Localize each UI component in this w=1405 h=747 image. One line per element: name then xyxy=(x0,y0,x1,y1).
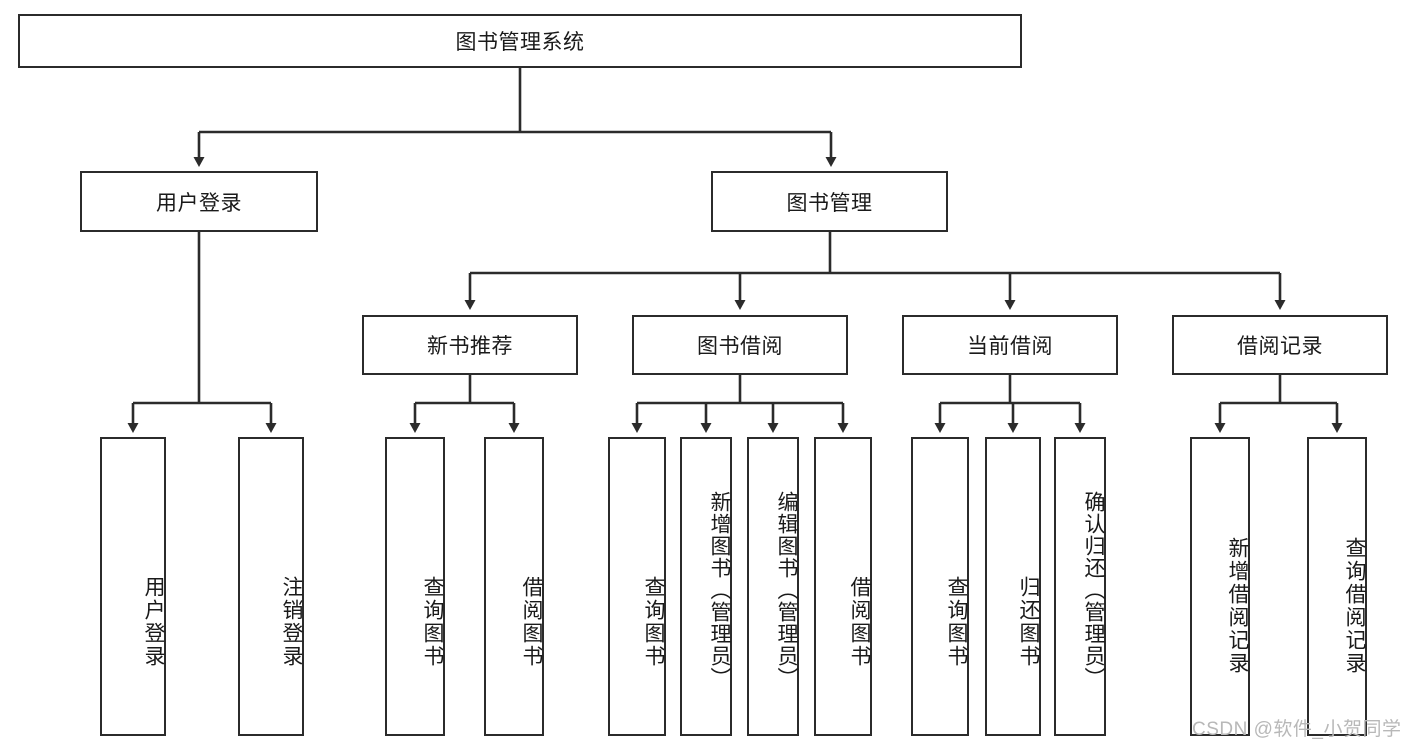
node-leaf-borrow-book-1-label: 借阅图书 xyxy=(520,575,543,668)
node-new-book-recommend-label: 新书推荐 xyxy=(427,335,513,358)
node-root-label: 图书管理系统 xyxy=(455,31,585,54)
node-book-borrow-label: 图书借阅 xyxy=(697,335,783,358)
node-leaf-logout-login[interactable]: 注销登录 xyxy=(238,437,304,736)
node-current-borrow-label: 当前借阅 xyxy=(967,335,1053,358)
node-book-manage-label: 图书管理 xyxy=(786,191,873,215)
node-leaf-add-book-admin[interactable]: 新增图书（管理员） xyxy=(680,437,732,736)
node-new-book-recommend[interactable]: 新书推荐 xyxy=(362,315,578,375)
node-leaf-user-login[interactable]: 用户登录 xyxy=(100,437,166,736)
node-leaf-query-borrow-record[interactable]: 查询借阅记录 xyxy=(1307,437,1367,736)
node-leaf-edit-book-admin-label: 编辑图书（管理员） xyxy=(775,490,798,689)
node-leaf-borrow-book-1[interactable]: 借阅图书 xyxy=(484,437,544,736)
node-leaf-add-book-admin-label: 新增图书（管理员） xyxy=(708,490,731,689)
node-leaf-user-login-label: 用户登录 xyxy=(142,575,165,668)
node-user-login-label: 用户登录 xyxy=(156,191,242,215)
node-leaf-borrow-book-2-label: 借阅图书 xyxy=(848,575,871,668)
node-leaf-query-book-1[interactable]: 查询图书 xyxy=(385,437,445,736)
node-leaf-return-book[interactable]: 归还图书 xyxy=(985,437,1041,736)
node-leaf-borrow-book-2[interactable]: 借阅图书 xyxy=(814,437,872,736)
node-leaf-return-book-label: 归还图书 xyxy=(1017,575,1040,668)
node-leaf-query-borrow-record-label: 查询借阅记录 xyxy=(1343,536,1366,675)
node-leaf-add-borrow-record[interactable]: 新增借阅记录 xyxy=(1190,437,1250,736)
node-current-borrow[interactable]: 当前借阅 xyxy=(902,315,1118,375)
node-leaf-query-book-2[interactable]: 查询图书 xyxy=(608,437,666,736)
node-root[interactable]: 图书管理系统 xyxy=(18,14,1022,68)
node-leaf-logout-login-label: 注销登录 xyxy=(280,575,303,668)
node-leaf-confirm-return-admin[interactable]: 确认归还（管理员） xyxy=(1054,437,1106,736)
node-book-manage[interactable]: 图书管理 xyxy=(711,171,948,232)
node-borrow-record[interactable]: 借阅记录 xyxy=(1172,315,1388,375)
node-leaf-confirm-return-admin-label: 确认归还（管理员） xyxy=(1082,490,1105,689)
node-leaf-query-book-1-label: 查询图书 xyxy=(421,575,444,668)
node-borrow-record-label: 借阅记录 xyxy=(1237,335,1323,358)
node-leaf-query-book-2-label: 查询图书 xyxy=(642,575,665,668)
node-leaf-query-book-3-label: 查询图书 xyxy=(945,575,968,668)
node-user-login[interactable]: 用户登录 xyxy=(80,171,318,232)
node-leaf-edit-book-admin[interactable]: 编辑图书（管理员） xyxy=(747,437,799,736)
node-leaf-add-borrow-record-label: 新增借阅记录 xyxy=(1226,536,1249,675)
watermark: CSDN @软件_小贺同学 xyxy=(1192,719,1402,740)
node-leaf-query-book-3[interactable]: 查询图书 xyxy=(911,437,969,736)
node-book-borrow[interactable]: 图书借阅 xyxy=(632,315,848,375)
